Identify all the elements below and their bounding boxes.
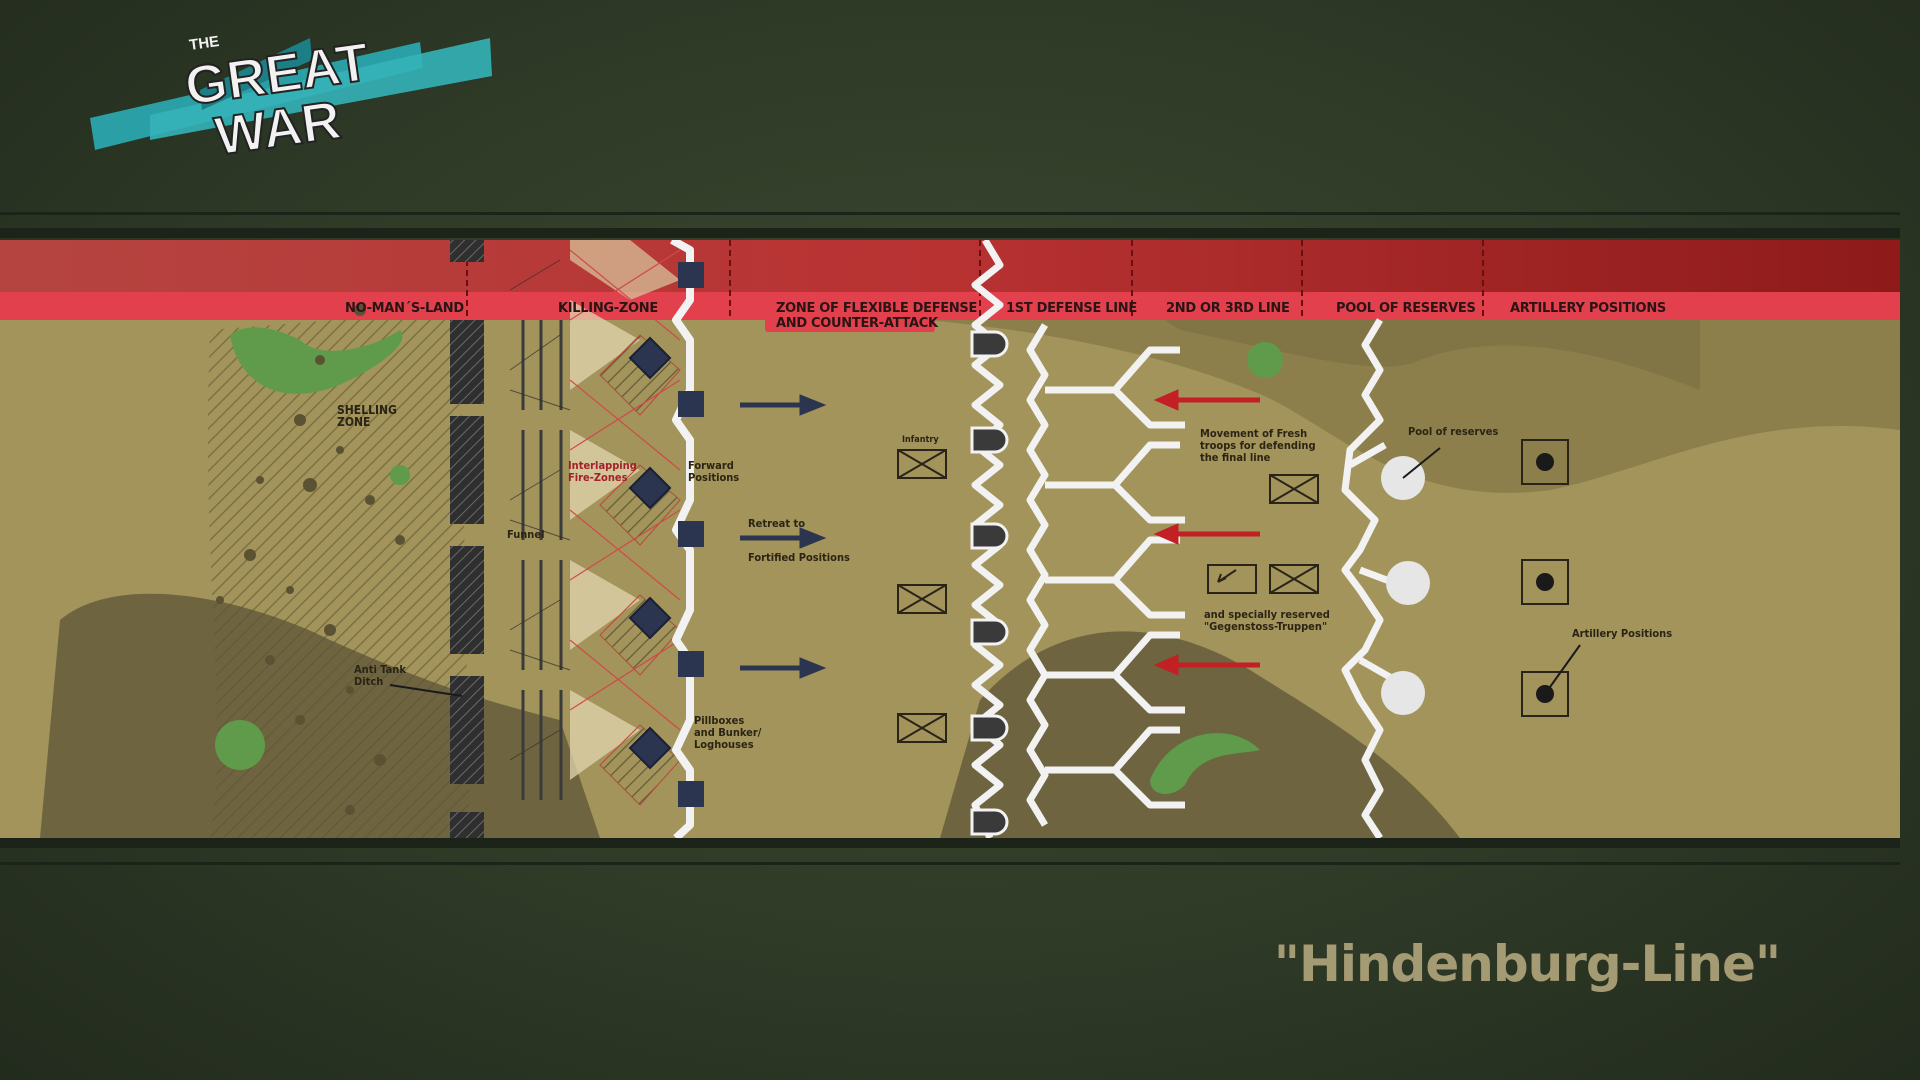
label-pillboxes: Pillboxes and Bunker/ Loghouses [694, 714, 762, 751]
zone-no-mans-land: NO-MAN´S-LAND [345, 301, 464, 316]
zone-pool-of-reserves: POOL OF RESERVES [1336, 301, 1476, 316]
label-interlapping-fire-zones: Interlapping Fire-Zones [568, 459, 637, 484]
label-retreat-to: Retreat to [748, 517, 806, 530]
label-pool-of-reserves: Pool of reserves [1408, 425, 1499, 438]
label-forward-positions: Forward Positions [688, 459, 740, 484]
page-title: "Hindenburg-Line" [1273, 935, 1781, 993]
top-rule-thick [0, 228, 1900, 238]
label-anti-tank-ditch: Anti Tank Ditch [354, 663, 406, 688]
zone-killing: KILLING-ZONE [558, 301, 658, 316]
bottom-rule-thin [0, 862, 1900, 865]
zone-1st-defense-line: 1ST DEFENSE LINE [1006, 301, 1137, 316]
label-specially-reserved: and specially reserved "Gegenstoss-Trupp… [1204, 608, 1330, 633]
the-great-war-logo: THE GREAT WAR [90, 31, 492, 168]
defense-diagram [0, 240, 1900, 838]
logo-the: THE [188, 33, 220, 54]
zone-2nd-3rd-line: 2ND OR 3RD LINE [1166, 301, 1290, 316]
label-infantry: Infantry [902, 435, 939, 445]
label-fortified-positions: Fortified Positions [748, 551, 850, 564]
label-artillery-positions: Artillery Positions [1572, 627, 1673, 640]
bottom-rule-thick [0, 838, 1900, 848]
zone-flexible-defense: ZONE OF FLEXIBLE DEFENSE AND COUNTER-ATT… [776, 301, 978, 331]
label-funnel: Funnel [507, 528, 545, 541]
top-rule-thin [0, 212, 1900, 215]
label-shelling-zone: SHELLING ZONE [337, 403, 397, 429]
zone-artillery-positions: ARTILLERY POSITIONS [1510, 301, 1666, 316]
label-movement-fresh-troops: Movement of Fresh troops for defending t… [1200, 427, 1316, 464]
